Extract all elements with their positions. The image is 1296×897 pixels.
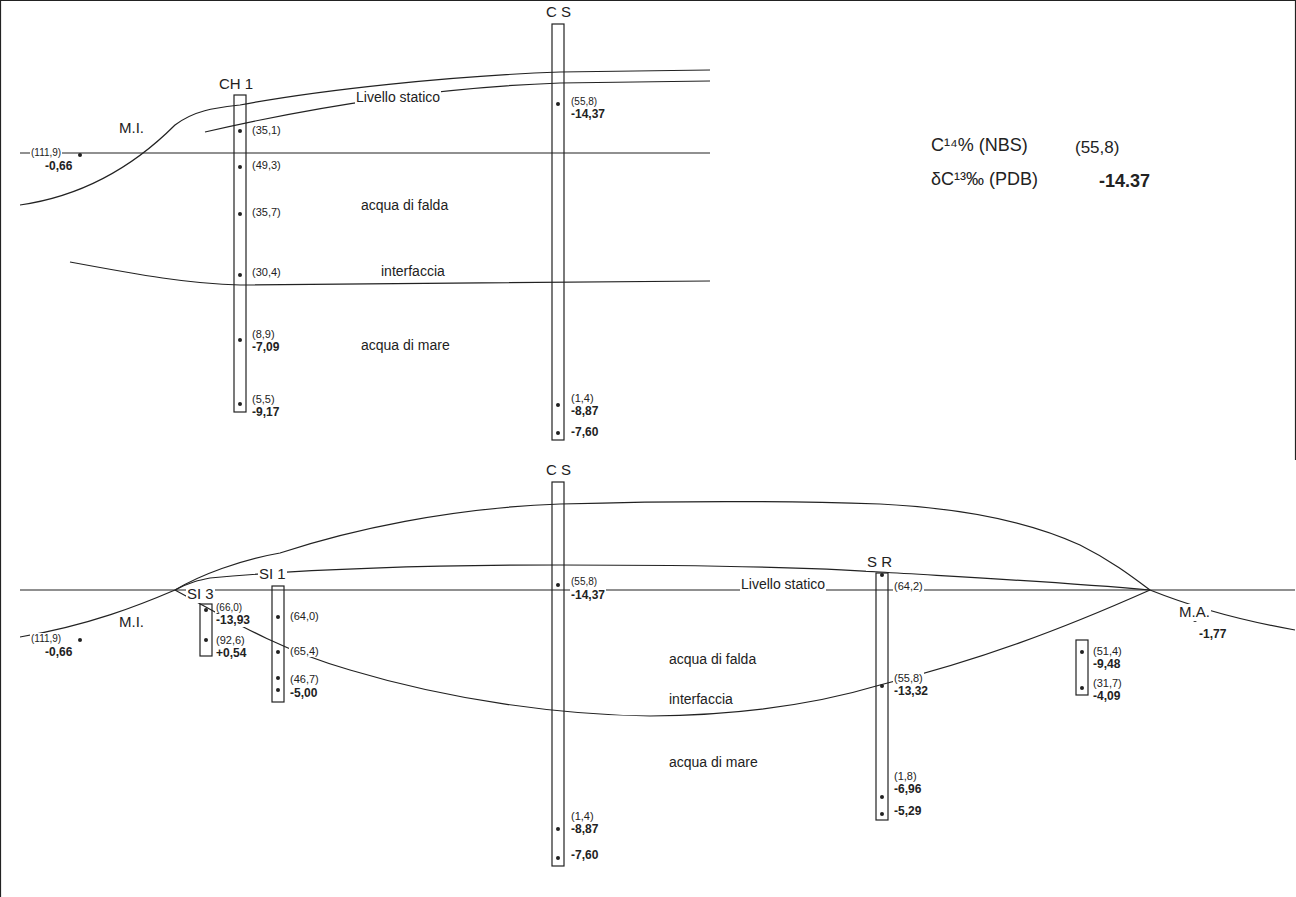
isotope-value: -9,48: [1092, 658, 1121, 671]
isotope-value: -4,09: [1092, 690, 1121, 703]
zone-label: acqua di falda: [360, 198, 449, 213]
isotope-value: -13,93: [215, 614, 251, 627]
well-name: C S: [545, 462, 572, 479]
isotope-value: -8,87: [570, 405, 599, 418]
isotope-value: +0,54: [215, 647, 247, 660]
value-label: (55,8): [893, 672, 924, 684]
value-label: (51,4): [1092, 645, 1123, 657]
interface-line: [175, 590, 1150, 716]
isotope-value: -5,29: [893, 805, 922, 818]
well-tube: [876, 573, 888, 820]
well-tube: [272, 586, 284, 702]
isotope-value: -13,32: [893, 685, 929, 698]
well-name: M.A.: [1178, 604, 1211, 621]
value-label: (1,4): [570, 392, 595, 404]
value-label: (30,4): [251, 266, 282, 278]
zone-label: acqua di falda: [668, 652, 757, 667]
value-label: (1,8): [893, 770, 918, 782]
isotope-value: -7,09: [251, 341, 280, 354]
well-name: S R: [866, 554, 893, 571]
seabed-line: [20, 590, 175, 637]
zone-label: acqua di mare: [668, 755, 759, 770]
value-label: (65,4): [289, 645, 320, 657]
value-label: (92,6): [215, 634, 246, 646]
well-name: SI 1: [258, 566, 287, 583]
value-label: (55,8): [570, 96, 598, 107]
sea-level: [20, 152, 710, 153]
value-label: (46,7): [289, 673, 320, 685]
well-tube: [200, 604, 212, 656]
zone-label: interfaccia: [668, 692, 734, 707]
key-value: -14.37: [1098, 172, 1151, 192]
well-name: M.I.: [118, 120, 145, 137]
zone-label: acqua di mare: [360, 338, 451, 353]
value-label: (66,0): [215, 602, 243, 613]
isotope-value: -14,37: [570, 589, 606, 602]
value-label: (35,1): [251, 124, 282, 136]
seabed-line: [1150, 590, 1295, 630]
ground-surface: [175, 502, 1150, 590]
isotope-value: -8,87: [570, 823, 599, 836]
isotope-value: -0,66: [44, 160, 73, 173]
zone-label: interfaccia: [380, 264, 446, 279]
zone-label: Livello statico: [740, 577, 826, 592]
isotope-value: -5,00: [289, 687, 318, 700]
isotope-value: -14,37: [570, 108, 606, 121]
well-tube: [1076, 640, 1088, 695]
well-name: M.I.: [118, 614, 145, 631]
well-tube: [234, 95, 246, 412]
well-name: C S: [545, 4, 572, 21]
zone-label: Livello statico: [355, 90, 441, 105]
well-name: CH 1: [218, 76, 254, 93]
value-label: (5,5): [251, 393, 276, 405]
sample-dots: [78, 102, 1197, 860]
isotope-value: -1,77: [1198, 628, 1227, 641]
isotope-value: -7,60: [570, 426, 599, 439]
value-label: (111,9): [30, 633, 62, 644]
well-name: SI 3: [186, 586, 215, 603]
value-label: (1,4): [570, 810, 595, 822]
well-tube: [552, 482, 564, 866]
value-label: (55,8): [570, 576, 598, 587]
value-label: (31,7): [1092, 677, 1123, 689]
ground-surface: [20, 70, 710, 205]
interface-line: [70, 262, 710, 285]
key-value: (55,8): [1074, 139, 1120, 158]
static-level: [175, 565, 1150, 590]
isotope-value: -6,96: [893, 783, 922, 796]
isotope-value: -9,17: [251, 406, 280, 419]
key-label: C¹⁴% (NBS): [930, 136, 1029, 156]
value-label: (49,3): [251, 159, 282, 171]
value-label: (64,0): [289, 610, 320, 622]
value-label: (35,7): [251, 206, 282, 218]
value-label: (111,9): [30, 147, 62, 158]
value-label: (64,2): [893, 580, 924, 592]
key-label: δC¹³‰ (PDB): [930, 170, 1039, 190]
isotope-value: -7,60: [570, 849, 599, 862]
isotope-value: -0,66: [44, 646, 73, 659]
well-tube: [552, 24, 564, 440]
value-label: (8,9): [251, 328, 276, 340]
